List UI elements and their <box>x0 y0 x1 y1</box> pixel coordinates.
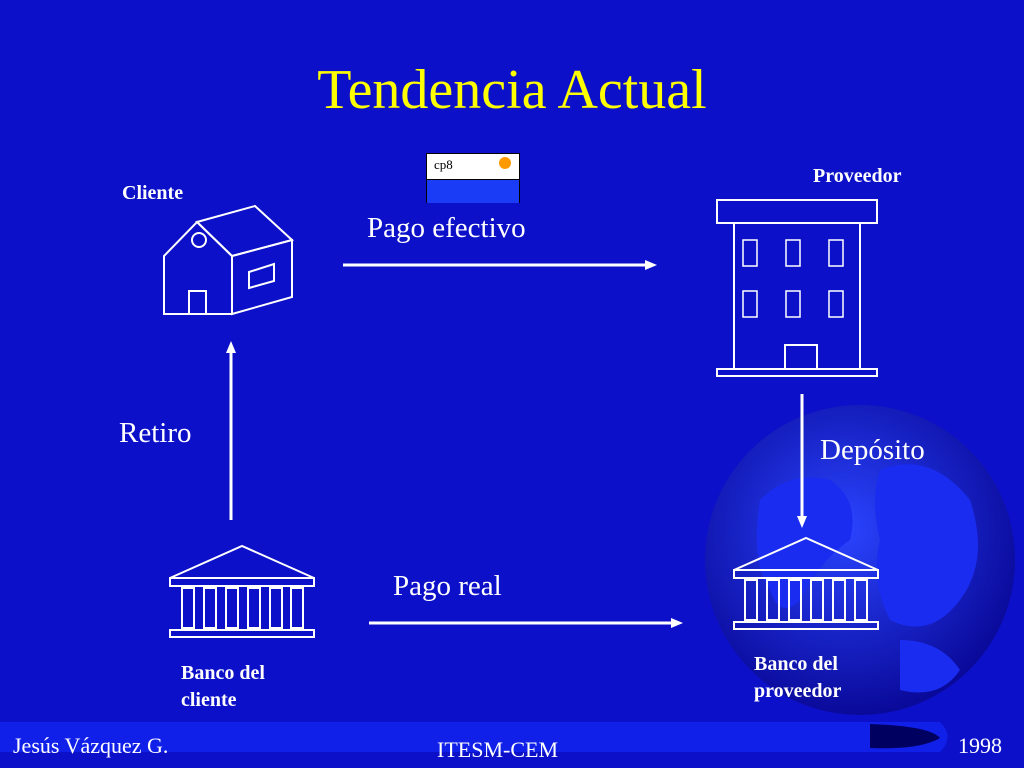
page-title: Tendencia Actual <box>317 59 707 121</box>
footer-author: Jesús Vázquez G. <box>13 733 169 758</box>
arrow-retiro <box>226 341 236 520</box>
payment-card-icon: cp8 <box>426 153 520 203</box>
card-stripe <box>427 179 519 203</box>
label-pago-efectivo: Pago efectivo <box>367 212 526 244</box>
label-cliente: Cliente <box>122 182 184 204</box>
card-text: cp8 <box>434 157 453 172</box>
label-banco-proveedor: Banco del proveedor <box>754 653 842 702</box>
footer-year: 1998 <box>958 733 1002 758</box>
label-retiro: Retiro <box>119 417 192 449</box>
arrow-deposito <box>797 394 807 528</box>
label-proveedor: Proveedor <box>813 165 902 187</box>
arrow-pago-efectivo <box>343 260 657 270</box>
label-deposito: Depósito <box>820 434 925 466</box>
bank-building-icon-proveedor <box>733 536 879 630</box>
footer-institution: ITESM-CEM <box>437 737 558 762</box>
card-dot <box>499 157 511 169</box>
label-banco-cliente: Banco del cliente <box>181 662 265 711</box>
bank-building-icon-cliente <box>169 544 315 638</box>
arrow-pago-real <box>369 618 683 628</box>
house-icon <box>163 204 295 316</box>
office-building-icon <box>716 199 878 377</box>
label-pago-real: Pago real <box>393 570 502 602</box>
